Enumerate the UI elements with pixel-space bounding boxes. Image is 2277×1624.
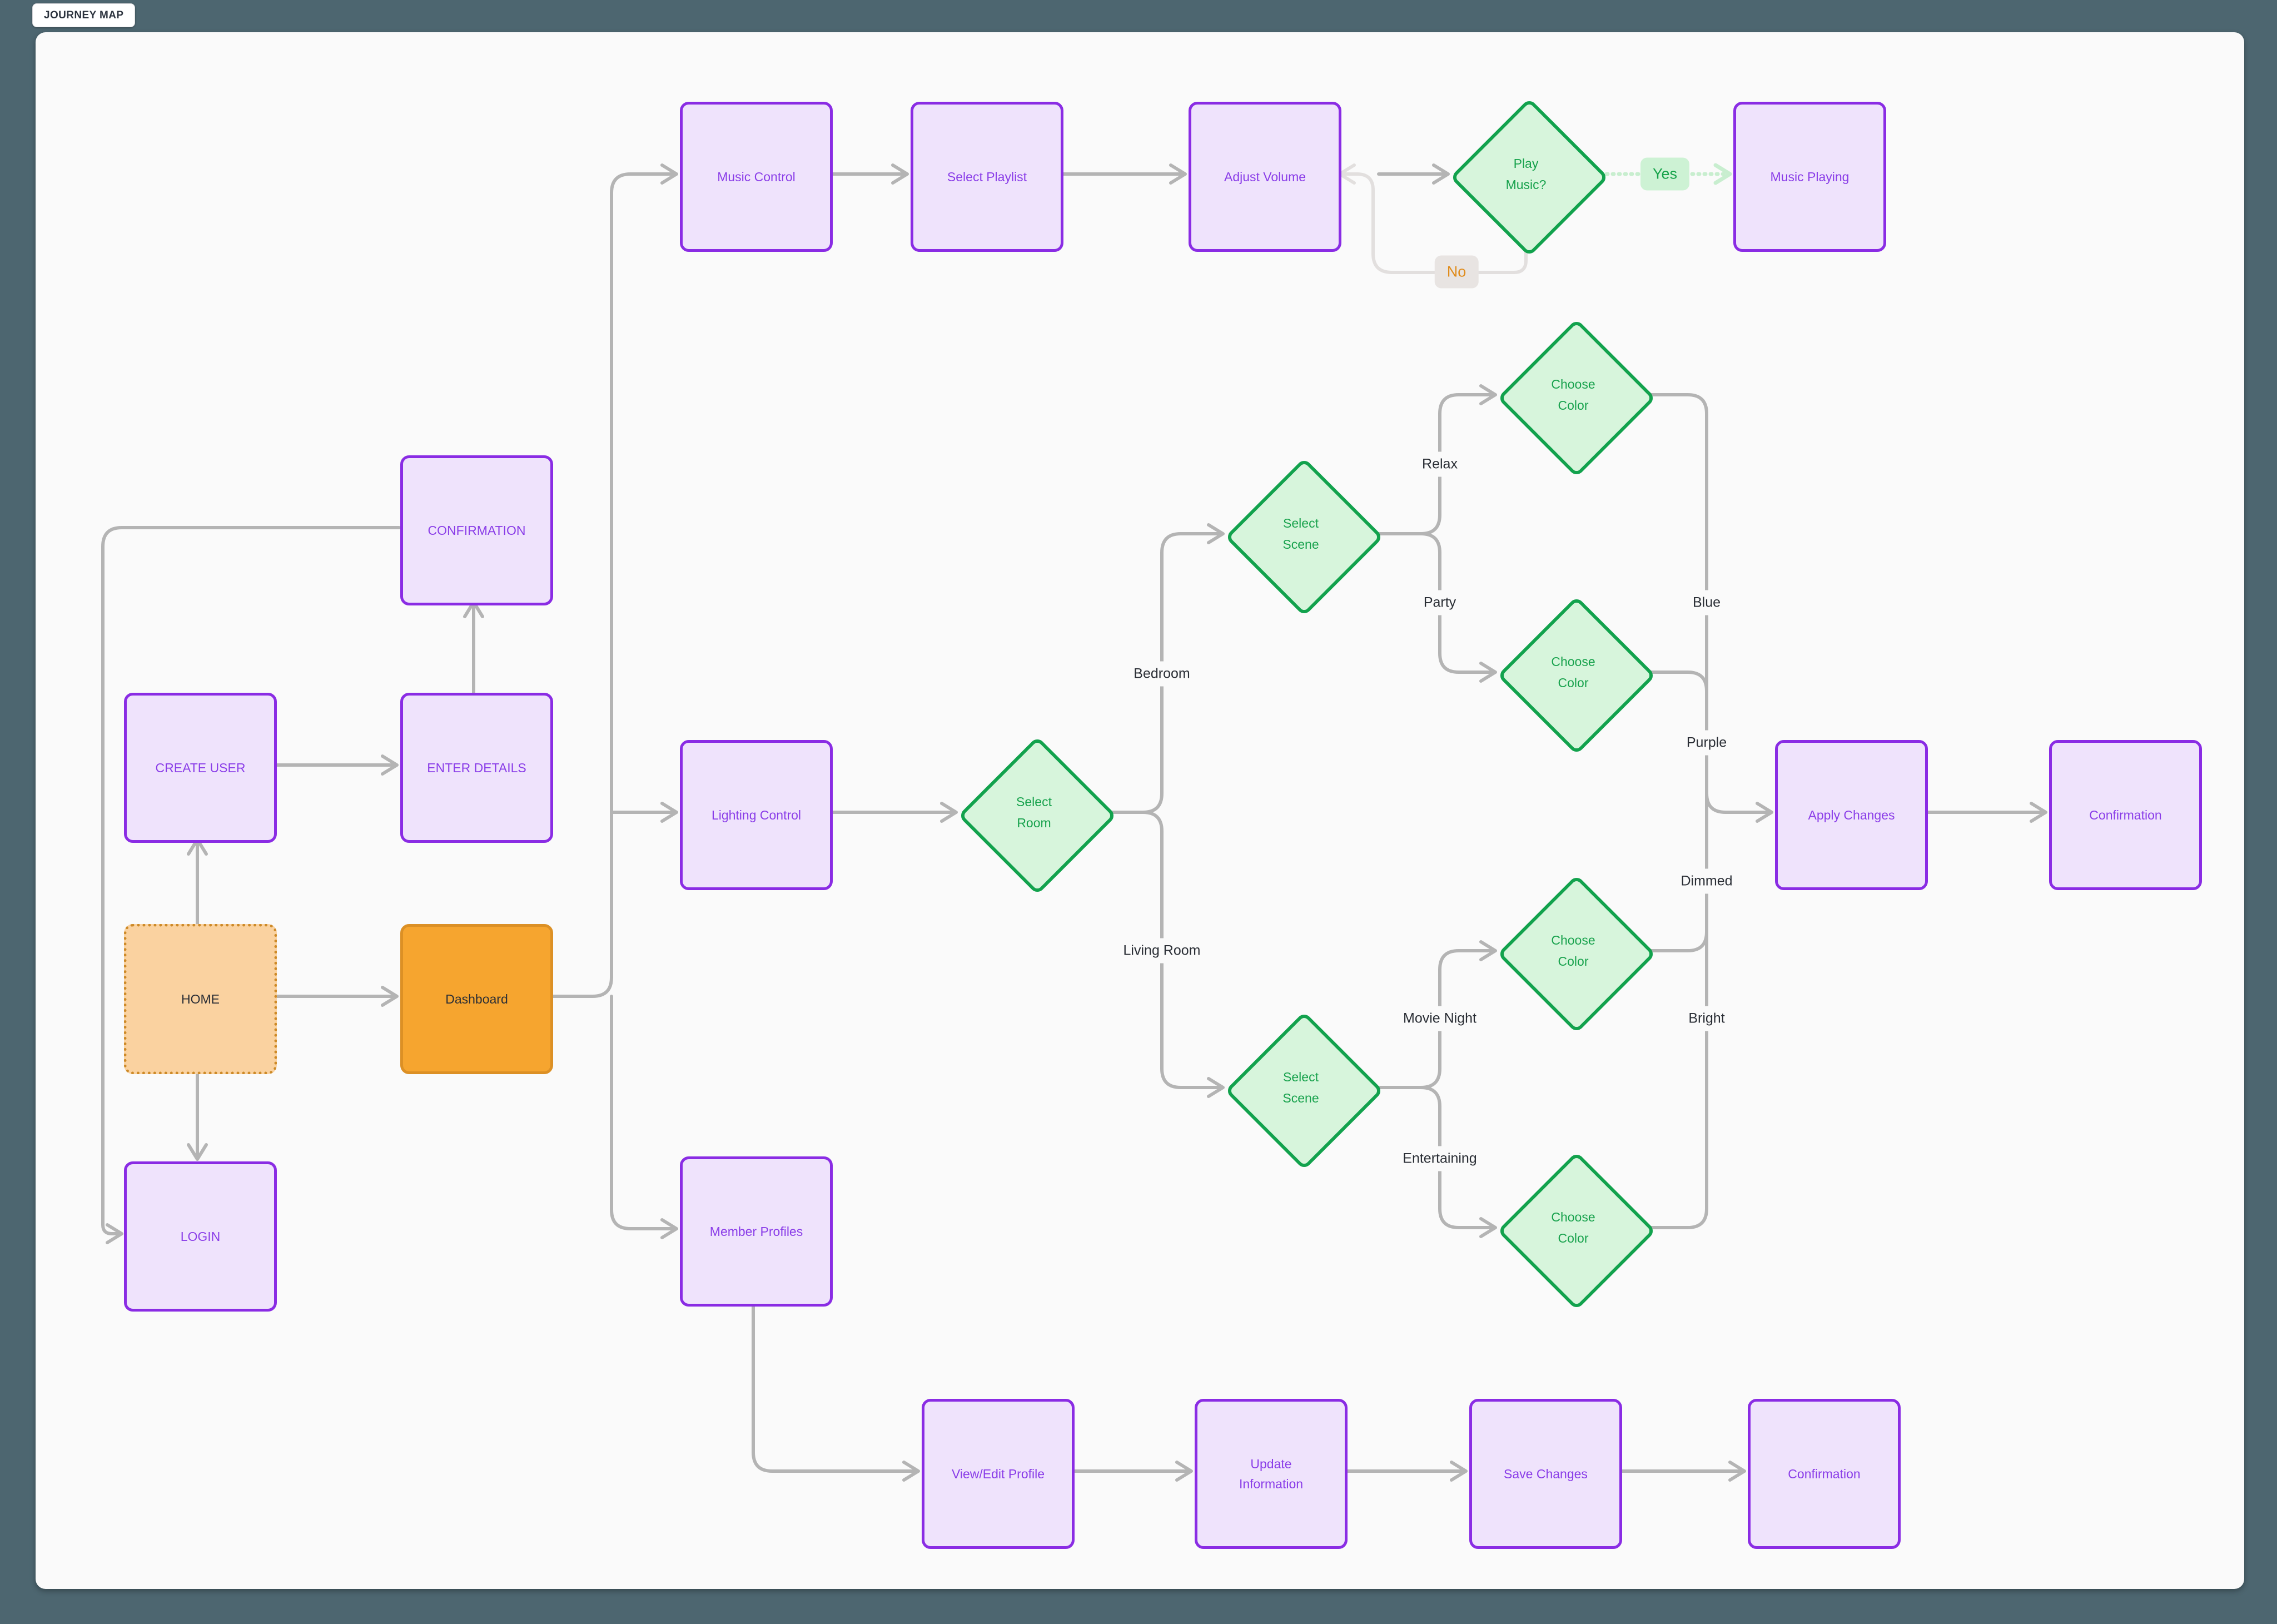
node-label: LOGIN bbox=[180, 1229, 221, 1244]
decision-select-scene-living[interactable]: Select Scene bbox=[1225, 1011, 1384, 1170]
node-view-edit-profile[interactable]: View/Edit Profile bbox=[922, 1399, 1075, 1549]
node-label: Apply Changes bbox=[1808, 808, 1895, 822]
node-member-profiles[interactable]: Member Profiles bbox=[680, 1156, 833, 1307]
edge-members-to-viewedit[interactable] bbox=[752, 1299, 920, 1482]
node-enter-details[interactable]: ENTER DETAILS bbox=[400, 693, 553, 843]
node-label: Confirmation bbox=[2089, 808, 2162, 822]
decision-choose-color-party[interactable]: Choose Color bbox=[1497, 596, 1656, 755]
node-label: Lighting Control bbox=[711, 808, 802, 822]
node-home[interactable]: HOME bbox=[124, 924, 277, 1074]
node-label: View/Edit Profile bbox=[951, 1467, 1045, 1481]
node-lighting-control[interactable]: Lighting Control bbox=[680, 740, 833, 890]
node-label: Save Changes bbox=[1504, 1467, 1588, 1481]
node-dashboard[interactable]: Dashboard bbox=[400, 924, 553, 1074]
node-label: Play Music? bbox=[1505, 156, 1547, 192]
edge-label-room-living[interactable]: Living Room bbox=[1116, 938, 1207, 964]
node-label: Choose Color bbox=[1551, 933, 1595, 969]
node-label: Choose Color bbox=[1551, 654, 1595, 690]
node-label: Select Scene bbox=[1282, 1070, 1319, 1105]
decision-choose-color-entertaining[interactable]: Choose Color bbox=[1497, 1151, 1656, 1310]
edge-color-bright-to-apply[interactable] bbox=[1646, 811, 1708, 1229]
node-adjust-volume[interactable]: Adjust Volume bbox=[1189, 102, 1341, 252]
decision-choose-color-relax[interactable]: Choose Color bbox=[1497, 319, 1656, 478]
edge-label-bedroom-party[interactable]: Party bbox=[1416, 590, 1463, 615]
node-label: Choose Color bbox=[1551, 377, 1595, 413]
edge-label-bedroom-relax[interactable]: Relax bbox=[1415, 451, 1464, 477]
edge-playmusic-no-loop[interactable] bbox=[1338, 163, 1528, 274]
node-label: CREATE USER bbox=[155, 761, 246, 775]
node-select-playlist[interactable]: Select Playlist bbox=[911, 102, 1063, 252]
decision-play-music[interactable]: Play Music? bbox=[1450, 98, 1609, 257]
node-confirmation-bottom[interactable]: Confirmation bbox=[1748, 1399, 1901, 1549]
edge-color-purple-to-apply[interactable] bbox=[1646, 671, 1708, 814]
node-create-user[interactable]: CREATE USER bbox=[124, 693, 277, 843]
edge-label-living-movie-night[interactable]: Movie Night bbox=[1396, 1006, 1483, 1031]
node-music-control[interactable]: Music Control bbox=[680, 102, 833, 252]
node-label: Update Information bbox=[1239, 1457, 1304, 1491]
node-label: Music Playing bbox=[1770, 170, 1850, 184]
edge-dashboard-to-music[interactable] bbox=[546, 163, 678, 998]
node-label: Dashboard bbox=[445, 992, 508, 1006]
node-label: Select Scene bbox=[1282, 516, 1319, 552]
edge-label-living-entertaining[interactable]: Entertaining bbox=[1396, 1146, 1484, 1171]
node-label: Select Room bbox=[1016, 794, 1052, 830]
decision-choose-color-movie[interactable]: Choose Color bbox=[1497, 875, 1656, 1034]
node-confirmation-right[interactable]: Confirmation bbox=[2049, 740, 2202, 890]
node-update-information[interactable]: Update Information bbox=[1195, 1399, 1348, 1549]
node-music-playing[interactable]: Music Playing bbox=[1733, 102, 1886, 252]
edge-label-playmusic-no-loop[interactable]: No bbox=[1434, 255, 1479, 289]
journey-map-badge-label: JOURNEY MAP bbox=[44, 9, 124, 21]
node-label: CONFIRMATION bbox=[427, 523, 526, 538]
node-label: Adjust Volume bbox=[1224, 170, 1306, 184]
node-label: Member Profiles bbox=[709, 1224, 803, 1239]
edge-confirmation-to-login[interactable] bbox=[101, 526, 401, 1244]
edge-dashboard-to-members[interactable] bbox=[610, 995, 678, 1239]
decision-select-scene-bedroom[interactable]: Select Scene bbox=[1225, 458, 1384, 617]
node-label: Music Control bbox=[717, 170, 796, 184]
node-label: HOME bbox=[181, 992, 220, 1006]
edge-label-color-blue-to-apply[interactable]: Blue bbox=[1686, 590, 1728, 615]
edge-label-color-dimmed-to-apply[interactable]: Dimmed bbox=[1674, 868, 1739, 894]
node-label: Confirmation bbox=[1788, 1467, 1861, 1481]
journey-map-badge: JOURNEY MAP bbox=[32, 3, 136, 27]
node-apply-changes[interactable]: Apply Changes bbox=[1775, 740, 1928, 890]
edge-label-color-purple-to-apply[interactable]: Purple bbox=[1679, 730, 1734, 756]
edge-label-color-bright-to-apply[interactable]: Bright bbox=[1682, 1006, 1732, 1031]
node-confirmation-left[interactable]: CONFIRMATION bbox=[400, 455, 553, 605]
node-label: Choose Color bbox=[1551, 1210, 1595, 1245]
decision-select-room[interactable]: Select Room bbox=[958, 736, 1117, 895]
edge-label-room-bedroom[interactable]: Bedroom bbox=[1127, 661, 1197, 687]
node-label: ENTER DETAILS bbox=[427, 761, 526, 775]
node-login[interactable]: LOGIN bbox=[124, 1161, 277, 1312]
edge-label-playmusic-yes[interactable]: Yes bbox=[1640, 157, 1690, 191]
node-label: Select Playlist bbox=[947, 170, 1027, 184]
node-save-changes[interactable]: Save Changes bbox=[1469, 1399, 1622, 1549]
